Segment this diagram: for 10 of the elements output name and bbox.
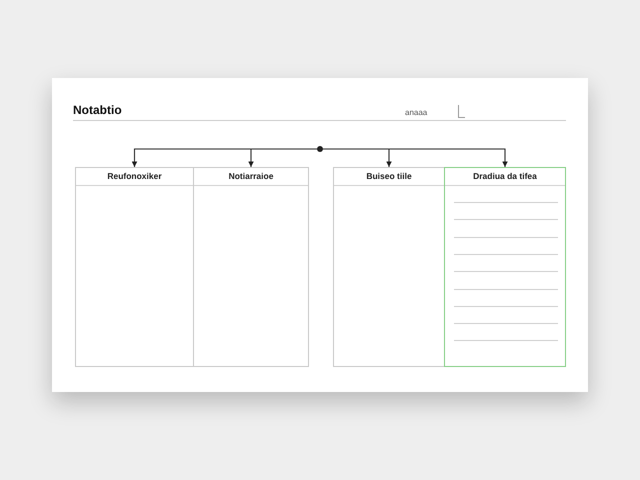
column-panel — [333, 167, 445, 367]
column-panel — [444, 167, 566, 367]
arrow — [248, 148, 317, 167]
column-heading: Notiarraioe — [194, 168, 308, 186]
column-panel — [75, 167, 194, 367]
column-panel — [193, 167, 309, 367]
diagram-title: Notabtio — [73, 103, 122, 117]
header-note: anaaa — [405, 108, 428, 117]
arrow — [323, 148, 508, 167]
column-heading: Dradiua da tifea — [445, 168, 565, 186]
